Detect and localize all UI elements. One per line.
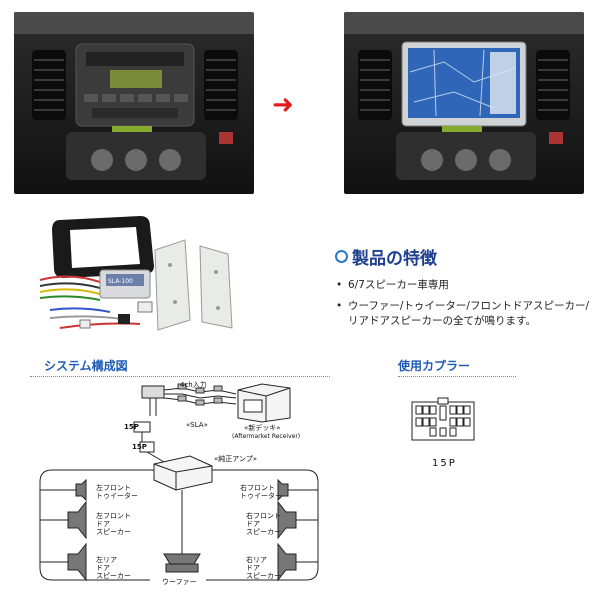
after-dashboard-photo <box>344 12 584 194</box>
label-aftermarket: (Aftermarket Receiver) <box>232 433 301 440</box>
feature-item: ウーファー/トゥイーター/フロントドアスピーカー/リアドアスピーカーの全てが鳴り… <box>336 299 594 329</box>
label-4ch-input: 4ch入力 <box>180 381 207 389</box>
bullet-circle-icon <box>335 250 348 263</box>
label-front-right-tweeter: 右フロントトゥイーター <box>240 484 282 500</box>
label-rear-left-door: 左リアドアスピーカー <box>96 556 131 580</box>
label-sla: «SLA» <box>186 421 208 429</box>
label-woofer: ウーファー <box>162 578 197 586</box>
speaker-icon <box>277 478 289 502</box>
label-front-left-door: 左フロントドアスピーカー <box>96 512 131 536</box>
woofer-icon <box>163 553 201 565</box>
label-rear-right-door: 右リアドアスピーカー <box>246 556 281 580</box>
label-oem-amp: «純正アンプ» <box>214 455 258 463</box>
divider <box>398 376 516 377</box>
coupler-label: 15P <box>432 458 457 469</box>
before-dashboard-photo <box>14 12 254 194</box>
label-front-right-door: 右フロントドアスピーカー <box>246 512 281 536</box>
label-new-deck: «新デッキ» <box>244 424 281 432</box>
features-list: 6/7スピーカー車専用 ウーファー/トゥイーター/フロントドアスピーカー/リアド… <box>336 278 594 335</box>
coupler-title: 使用カプラー <box>398 359 471 373</box>
speaker-icon <box>277 500 297 540</box>
coupler-15p-drawing <box>411 397 475 441</box>
feature-item: 6/7スピーカー車専用 <box>336 278 594 293</box>
speaker-icon <box>75 478 87 502</box>
label-15p-top: 15P <box>124 423 139 431</box>
speaker-icon <box>67 542 87 582</box>
speaker-icon <box>67 500 87 540</box>
kit-product-photo: SLA-100 <box>30 210 270 340</box>
speaker-icon <box>277 542 297 582</box>
divider <box>30 376 330 377</box>
label-front-left-tweeter: 左フロントトゥイーター <box>96 484 138 500</box>
system-diagram-title: システム構成図 <box>44 359 128 373</box>
system-diagram <box>39 383 319 582</box>
features-title: 製品の特徴 <box>335 244 437 269</box>
label-15p-bottom: 15P <box>132 443 147 451</box>
module-label: SLA-100 <box>108 278 133 285</box>
right-arrow-icon: ➜ <box>272 90 294 120</box>
